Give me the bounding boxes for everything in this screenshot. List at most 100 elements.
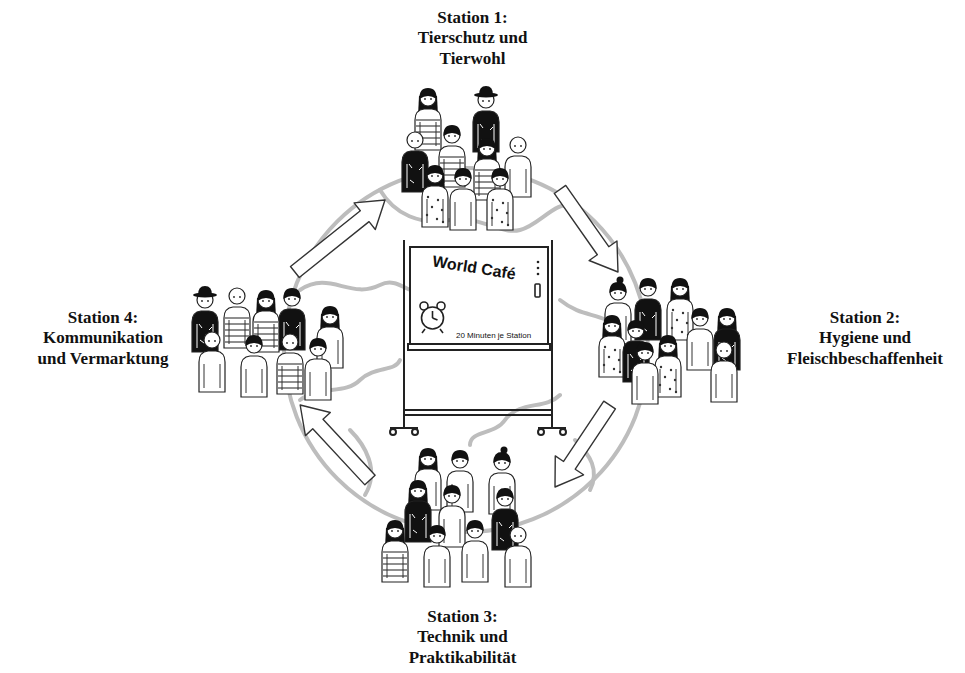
head — [510, 137, 526, 153]
hair-bun — [617, 277, 624, 284]
eye — [620, 292, 622, 294]
eye — [239, 296, 241, 298]
eye — [520, 145, 522, 147]
arm — [460, 519, 461, 543]
eye — [214, 340, 216, 342]
station-topic: Tierschutz und Tierwohl — [403, 28, 543, 69]
head — [510, 527, 526, 543]
arm — [716, 374, 717, 398]
hair — [659, 335, 676, 346]
person — [402, 132, 428, 192]
dot — [431, 206, 433, 208]
hair — [409, 480, 426, 491]
arm — [483, 554, 484, 578]
eye — [471, 530, 473, 532]
eye — [520, 535, 522, 537]
arm — [497, 522, 498, 546]
person — [279, 288, 305, 350]
body — [711, 361, 737, 402]
eye — [417, 140, 419, 142]
eye — [262, 300, 264, 302]
eye — [292, 342, 294, 344]
dot — [613, 368, 615, 370]
globe-outline — [284, 168, 648, 532]
station-topic: Kommunikation und Vermarktung — [33, 328, 173, 369]
arm — [310, 372, 311, 396]
head — [282, 334, 298, 350]
arm — [653, 376, 654, 400]
body — [505, 546, 531, 587]
board-note: 20 Minuten je Station — [456, 331, 531, 340]
block-arrow — [291, 200, 385, 277]
body — [424, 546, 450, 587]
station-group: Station 1:Tierschutz und Tierwohl — [385, 8, 560, 232]
arm — [326, 372, 327, 396]
hair — [493, 452, 510, 463]
eye — [294, 298, 296, 300]
eye — [207, 300, 209, 302]
arm — [479, 172, 480, 196]
arm — [436, 122, 437, 146]
body — [655, 356, 681, 397]
people-group — [402, 86, 531, 230]
hair — [443, 125, 460, 136]
block-arrow — [300, 405, 375, 485]
eye — [477, 530, 479, 532]
arm — [407, 164, 408, 188]
station-group: Station 3:Technik und Praktikabilität — [370, 438, 555, 668]
body — [473, 111, 499, 152]
hair — [283, 288, 300, 299]
arm — [467, 554, 468, 578]
dot — [676, 319, 678, 321]
arm — [692, 342, 693, 366]
eye — [614, 325, 616, 327]
people-group — [599, 277, 740, 405]
eye — [437, 175, 439, 177]
clock-hand — [432, 311, 434, 318]
people-group — [192, 286, 343, 400]
arm — [387, 554, 388, 578]
arm — [298, 366, 299, 390]
eye — [286, 342, 288, 344]
eye — [320, 348, 322, 350]
eye — [424, 98, 426, 100]
eye — [439, 535, 441, 537]
arm — [282, 366, 283, 390]
eye — [720, 350, 722, 352]
dot — [604, 346, 606, 348]
person — [687, 308, 713, 370]
arm — [626, 316, 627, 340]
eye — [411, 140, 413, 142]
arm — [676, 369, 677, 393]
arm — [204, 364, 205, 388]
eye — [448, 135, 450, 137]
arm — [492, 202, 493, 226]
board-dot — [537, 273, 540, 276]
people — [192, 86, 740, 587]
body — [687, 329, 713, 370]
eye — [483, 148, 485, 150]
arm — [672, 312, 673, 336]
station-group: Station 4:Kommunikation und Vermarktung — [8, 272, 360, 405]
station-label: Station 1:Tierschutz und Tierwohl — [403, 8, 543, 69]
dot — [502, 202, 504, 204]
body — [450, 189, 476, 230]
wheel — [538, 429, 544, 435]
board-title: World Café — [431, 253, 517, 284]
arm — [429, 559, 430, 583]
continent-line — [470, 395, 560, 445]
eye — [201, 300, 203, 302]
eye — [332, 316, 334, 318]
continent-line — [300, 360, 400, 400]
eye — [454, 135, 456, 137]
body — [489, 473, 515, 514]
head — [204, 332, 220, 348]
hair — [478, 138, 495, 149]
stripe — [278, 363, 302, 364]
hair — [718, 308, 735, 319]
hair — [419, 88, 436, 99]
station-number: Station 3: — [427, 607, 497, 627]
eye — [514, 535, 516, 537]
eye — [501, 498, 503, 500]
eye — [424, 458, 426, 460]
